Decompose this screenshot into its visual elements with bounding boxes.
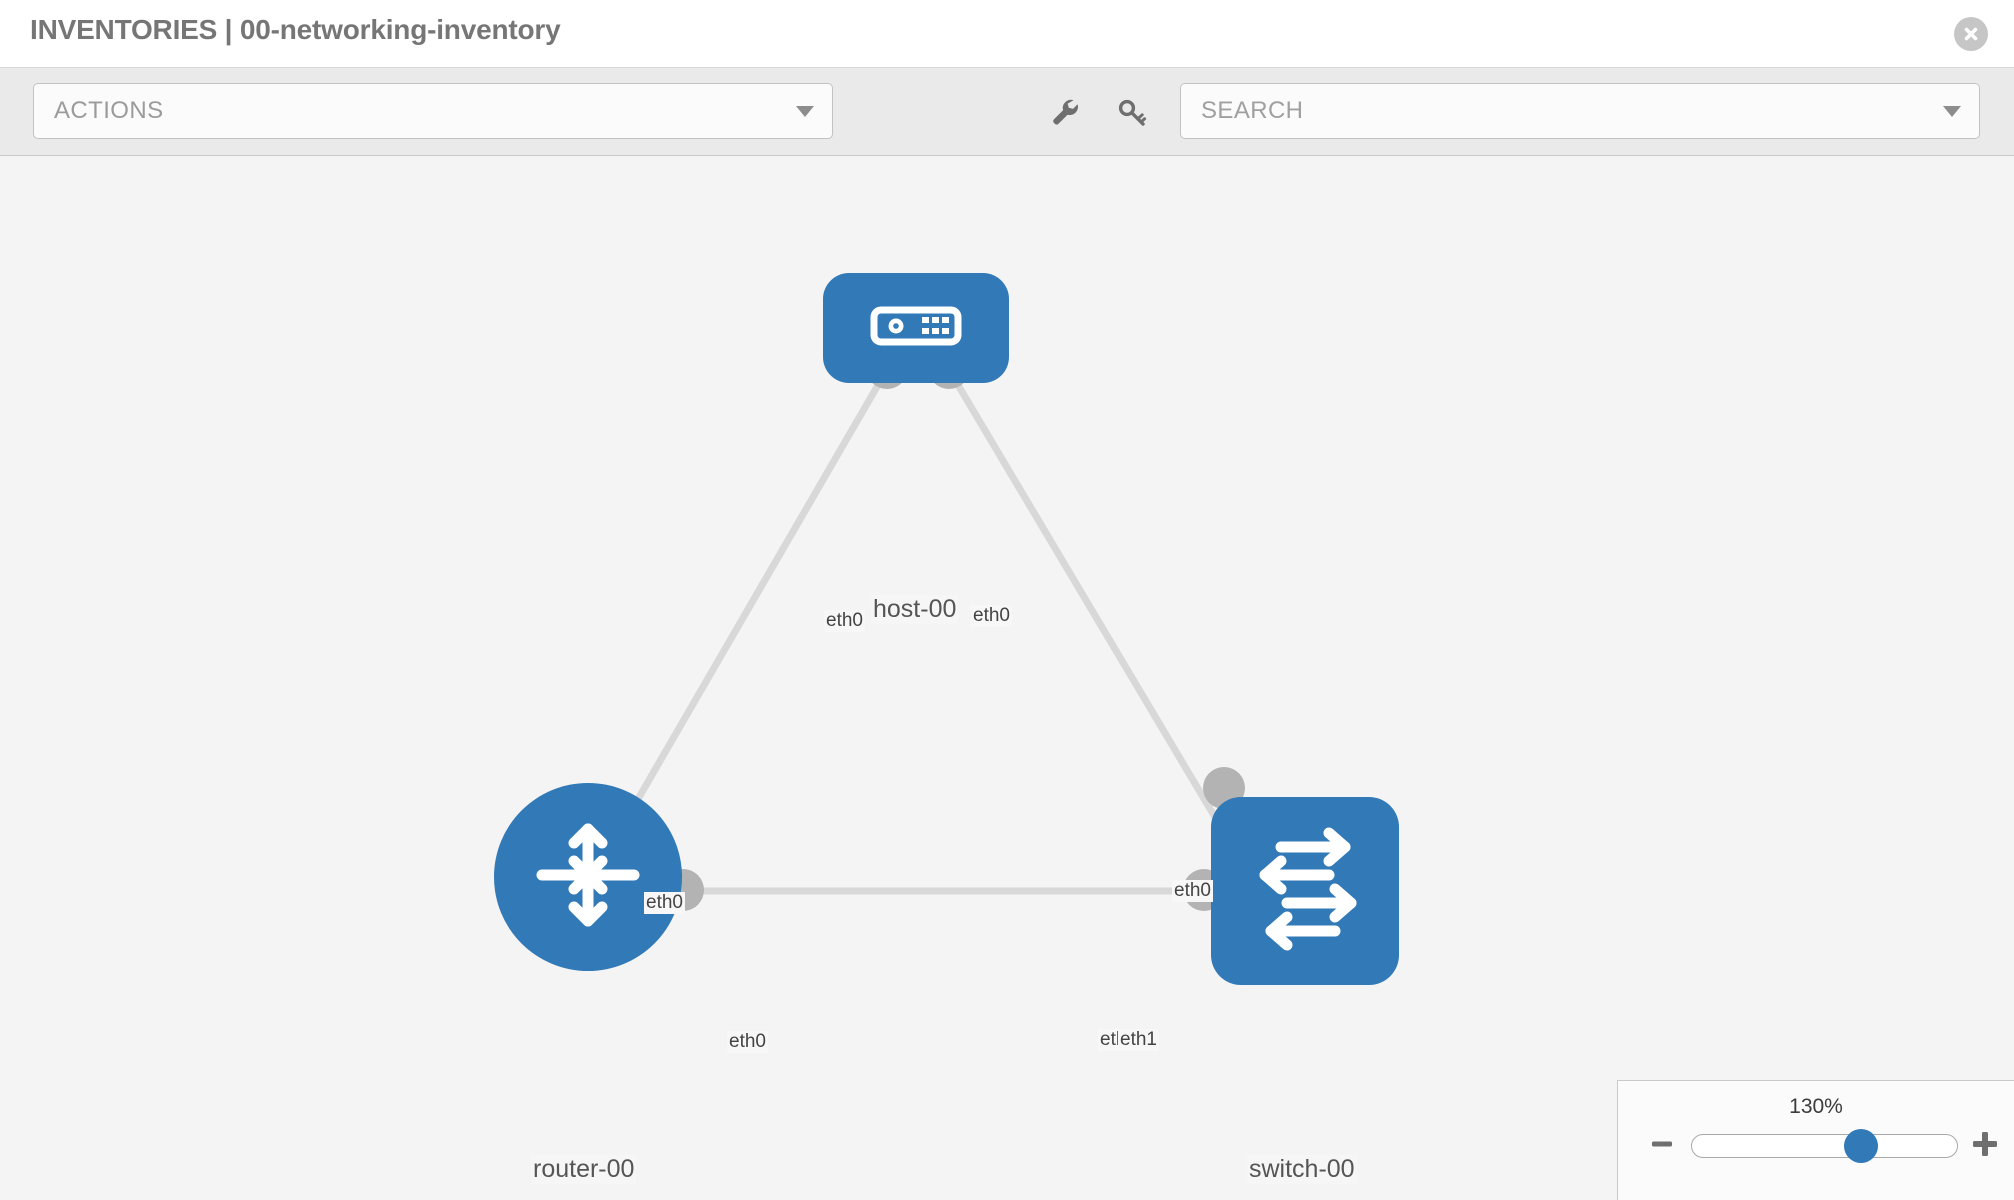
- zoom-percent-label: 130%: [1789, 1095, 1843, 1118]
- page-title: INVENTORIES | 00-networking-inventory: [30, 14, 561, 45]
- node-switch-00[interactable]: [1211, 797, 1399, 985]
- node-label-host-00: host-00: [871, 595, 959, 624]
- topology-canvas[interactable]: host-00 router-00 switch-00 eth0 eth0 et…: [0, 157, 2014, 1200]
- app-header: INVENTORIES | 00-networking-inventory: [0, 0, 2014, 68]
- wrench-icon[interactable]: [1043, 90, 1087, 134]
- zoom-control-panel: 130%: [1617, 1080, 2014, 1200]
- edge-host-switch: [954, 381, 1226, 833]
- zoom-slider-knob[interactable]: [1844, 1129, 1878, 1163]
- search-input[interactable]: SEARCH: [1180, 83, 1980, 139]
- edge-label-switch-eth0-up: eth0: [1172, 880, 1213, 902]
- switch-arrows-icon: [1241, 825, 1369, 958]
- key-icon[interactable]: [1110, 90, 1154, 134]
- minus-icon[interactable]: [1645, 1127, 1679, 1161]
- close-icon[interactable]: [1954, 17, 1988, 51]
- edge-host-router: [612, 381, 882, 841]
- search-placeholder: SEARCH: [1201, 97, 1304, 124]
- actions-dropdown[interactable]: ACTIONS: [33, 83, 833, 139]
- chevron-down-icon: [1943, 106, 1961, 117]
- edge-label-host-eth0-right: eth0: [971, 605, 1012, 627]
- node-router-00[interactable]: [494, 783, 682, 971]
- server-icon: [870, 302, 962, 355]
- zoom-slider[interactable]: [1691, 1129, 1958, 1163]
- chevron-down-icon: [796, 106, 814, 117]
- node-label-router-00: router-00: [531, 1155, 637, 1184]
- edge-label-host-eth0-left: eth0: [824, 610, 865, 632]
- plus-icon[interactable]: [1968, 1127, 2002, 1161]
- node-host-00[interactable]: [823, 273, 1009, 383]
- router-arrows-icon: [528, 815, 648, 940]
- edge-label-router-eth0-up: eth0: [644, 892, 685, 914]
- node-label-switch-00: switch-00: [1247, 1155, 1357, 1184]
- actions-dropdown-label: ACTIONS: [54, 97, 164, 124]
- edge-label-switch-eth1: eth1: [1118, 1029, 1159, 1051]
- topology-edges: [612, 381, 1226, 895]
- edge-label-router-eth0-right: eth0: [727, 1031, 768, 1053]
